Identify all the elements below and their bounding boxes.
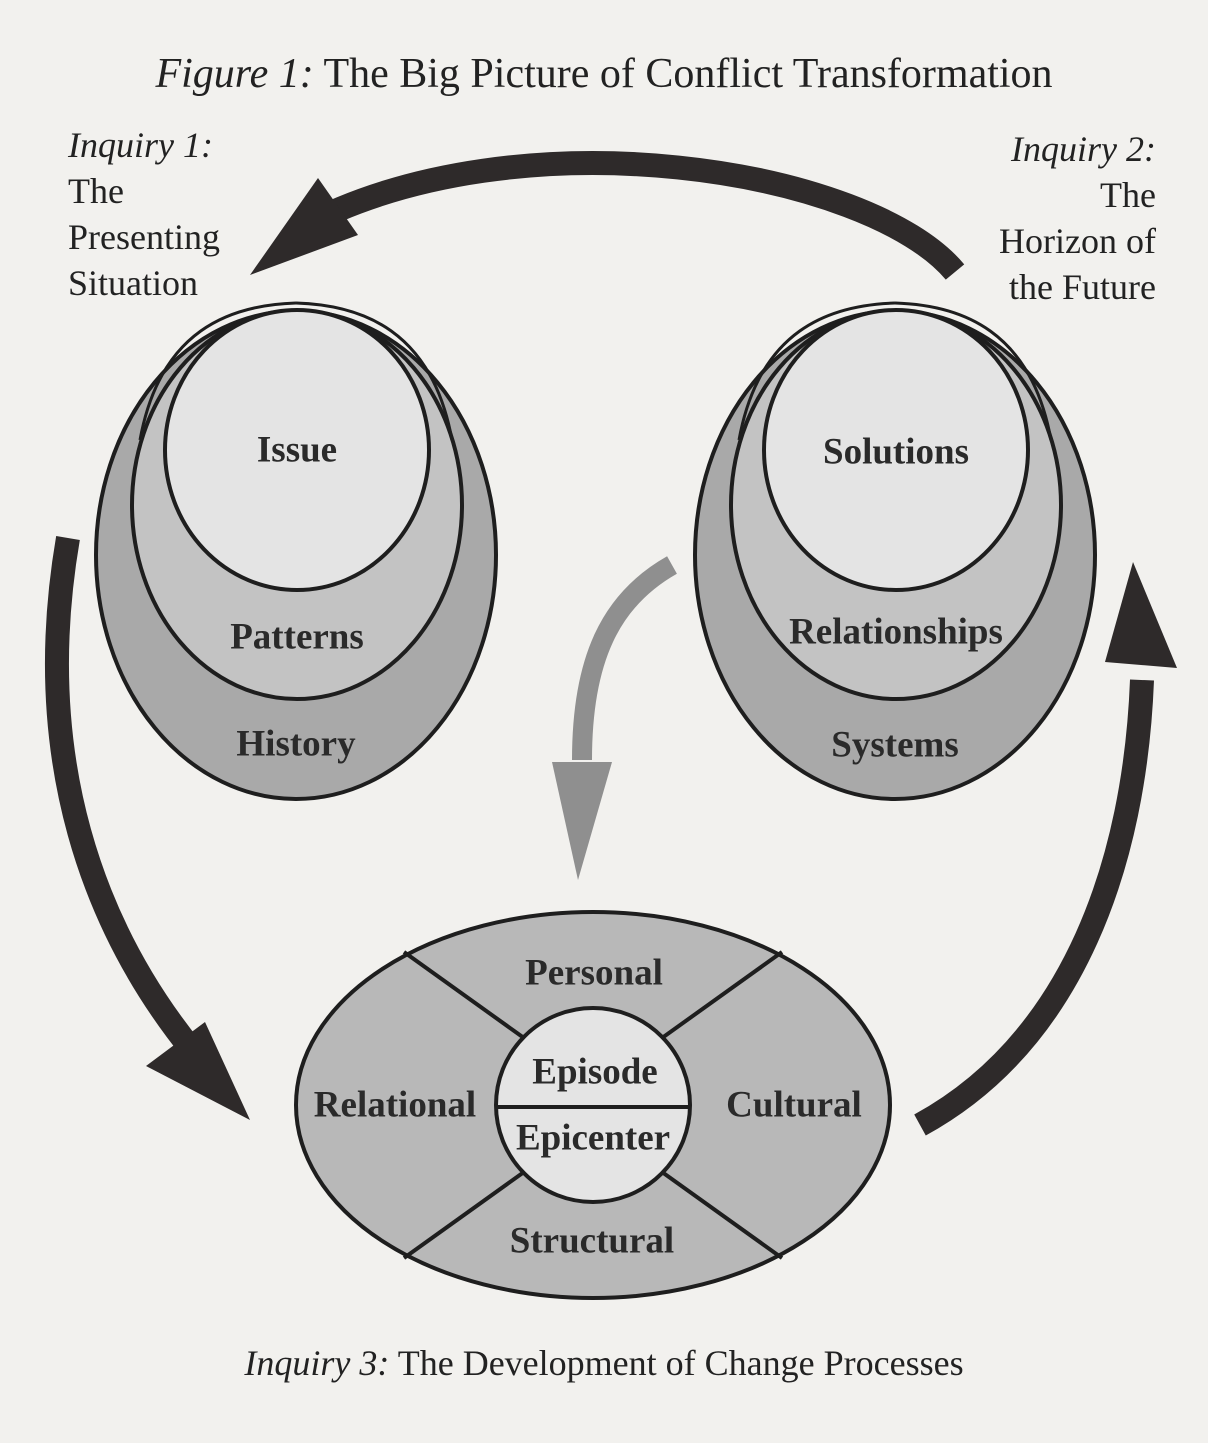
figure-title-text: The Big Picture of Conflict Transformati… [323,51,1053,97]
inquiry-1-label-block: Inquiry 1: The Presenting Situation [68,122,220,306]
inquiry-2-label: Inquiry 2: [1011,129,1156,169]
label-patterns: Patterns [230,616,364,658]
inquiry-2-line-3: the Future [1009,267,1156,307]
inquiry-3-label: Inquiry 3: [244,1343,390,1383]
inquiry-2-line-1: The [1100,175,1156,215]
inquiry-1-label: Inquiry 1: [68,125,213,165]
label-relational: Relational [313,1084,477,1126]
label-solutions: Solutions [822,431,970,473]
figure-title: Figure 1: The Big Picture of Conflict Tr… [0,50,1208,98]
figure-title-prefix: Figure 1: [155,51,314,97]
right-arrow [914,562,1177,1136]
inquiry-1-line-2: Presenting [68,217,220,257]
inquiry-3-text: The Development of Change Processes [397,1343,964,1383]
top-arrow [250,151,965,280]
label-relationships: Relationships [789,611,1003,653]
label-structural: Structural [509,1220,675,1262]
inquiry-1-line-3: Situation [68,263,199,303]
label-systems: Systems [831,724,959,766]
label-cultural: Cultural [726,1084,862,1126]
bottom-ellipse [294,910,892,1300]
left-arrow [45,535,250,1120]
right-ellipse [693,301,1097,801]
inquiry-2-line-2: Horizon of [999,221,1156,261]
label-episode: Episode [532,1051,658,1093]
label-issue: Issue [256,429,338,471]
label-personal: Personal [525,952,663,994]
inquiry-1-line-1: The [68,171,124,211]
label-history: History [236,723,356,765]
inquiry-3-caption: Inquiry 3: The Development of Change Pro… [0,1342,1208,1384]
label-epicenter: Epicenter [515,1117,671,1159]
center-gray-arrow [552,556,678,880]
left-ellipse [94,301,498,801]
inquiry-2-label-block: Inquiry 2: The Horizon of the Future [999,126,1156,310]
